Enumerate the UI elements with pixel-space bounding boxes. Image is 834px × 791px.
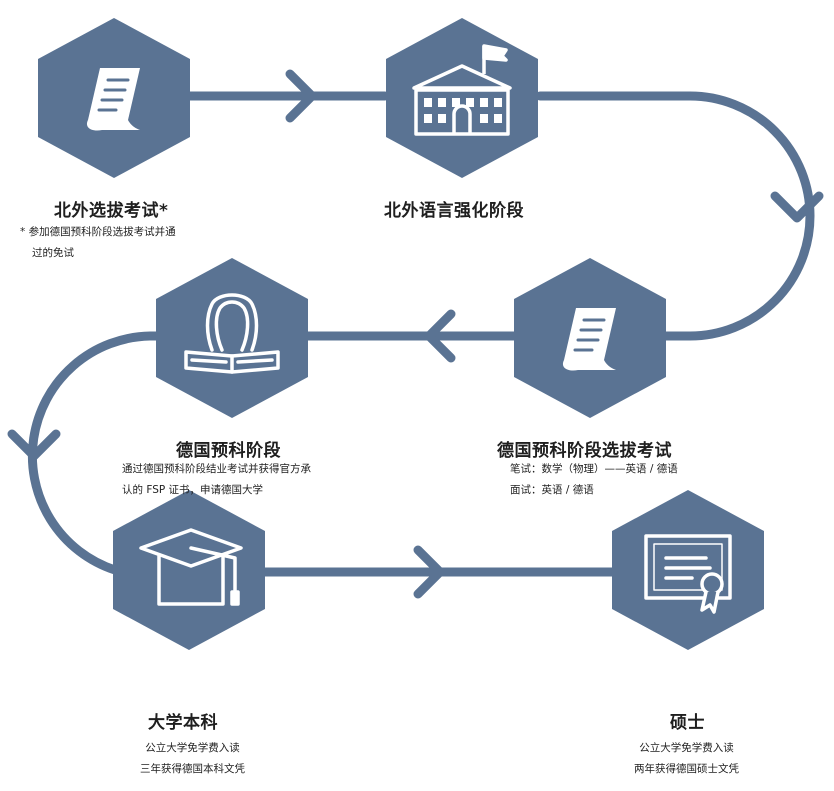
- step-notes-bfsu-selection-exam: * 参加德国预科阶段选拔考试并通 过的免试: [20, 222, 176, 264]
- arrow-down-right: [770, 191, 824, 223]
- certificate-icon: [644, 534, 732, 614]
- step-title-bfsu-language-intensive: 北外语言强化阶段: [384, 201, 524, 221]
- connector-3-4-5: [27, 331, 520, 575]
- step-note-line: 笔试：数学（物理）——英语 / 德语: [510, 463, 678, 475]
- step-title-german-foundation-stage: 德国预科阶段: [176, 441, 281, 461]
- hexagon-step-4: [156, 258, 308, 418]
- step-note-line: 过的免试: [32, 247, 74, 259]
- university-building-icon: [412, 44, 512, 136]
- step-notes-german-foundation-selection-exam: 笔试：数学（物理）——英语 / 德语 面试：英语 / 德语: [510, 459, 678, 501]
- student-reading-icon: [184, 293, 280, 374]
- step-note-line: 公立大学免学费入读: [145, 742, 240, 754]
- scroll-document-icon: [86, 68, 140, 131]
- step-title-bfsu-selection-exam: 北外选拔考试*: [54, 201, 169, 221]
- step-note-line: 公立大学免学费入读: [639, 742, 734, 754]
- step-note-line: 认的 FSP 证书，申请德国大学: [122, 484, 264, 496]
- arrow-left: [424, 309, 456, 363]
- hexagon-step-2: [386, 18, 538, 178]
- step-title-master: 硕士: [670, 713, 705, 733]
- arrow-down-left: [7, 429, 61, 461]
- scroll-document-icon: [562, 308, 616, 371]
- step-note-line: 面试：英语 / 德语: [510, 484, 594, 496]
- step-notes-german-foundation-stage: 通过德国预科阶段结业考试并获得官方承 认的 FSP 证书，申请德国大学: [122, 459, 311, 501]
- step-title-german-foundation-selection-exam: 德国预科阶段选拔考试: [497, 441, 672, 461]
- step-note-line: 两年获得德国硕士文凭: [634, 763, 739, 775]
- step-notes-master: 公立大学免学费入读 两年获得德国硕士文凭: [634, 738, 739, 780]
- step-title-undergraduate: 大学本科: [148, 713, 218, 733]
- arrow-right-1: [285, 69, 317, 123]
- arrow-right-2: [413, 545, 445, 599]
- graduation-cap-icon: [139, 528, 243, 606]
- step-note-line: 通过德国预科阶段结业考试并获得官方承: [122, 463, 311, 475]
- step-notes-undergraduate: 公立大学免学费入读 三年获得德国本科文凭: [140, 738, 245, 780]
- hexagon-step-6: [612, 490, 764, 650]
- step-note-line: * 参加德国预科阶段选拔考试并通: [20, 226, 176, 238]
- connector-2-3: [535, 91, 815, 341]
- hexagon-step-5: [113, 490, 265, 650]
- step-note-line: 三年获得德国本科文凭: [140, 763, 245, 775]
